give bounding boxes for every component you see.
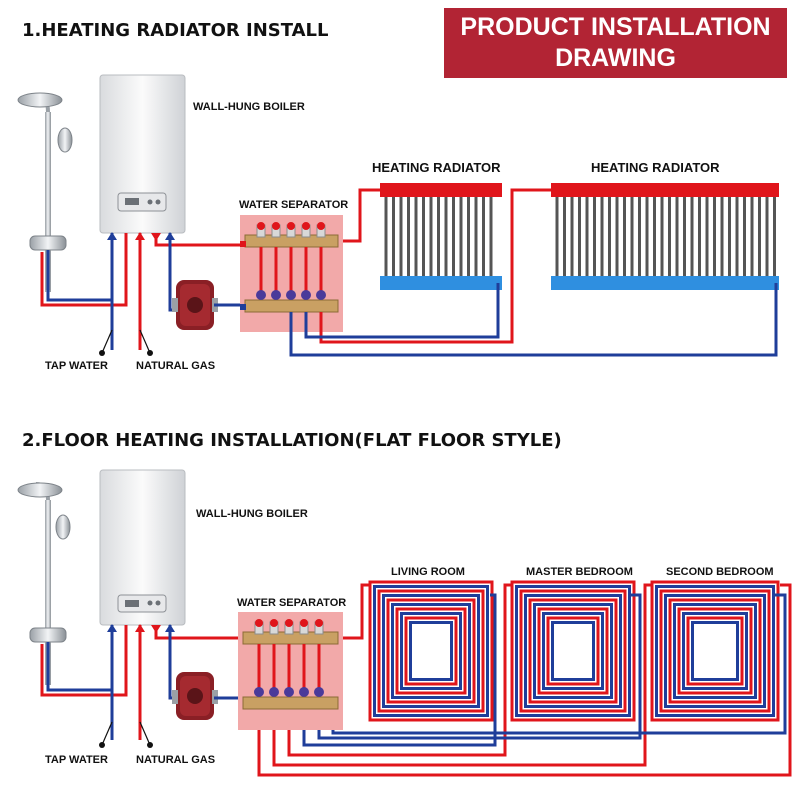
boiler-label-2: WALL-HUNG BOILER bbox=[196, 508, 308, 520]
floor-supply-return-pipes bbox=[257, 583, 792, 777]
tap-water-label-2: TAP WATER bbox=[45, 754, 108, 766]
floor-heating-coils bbox=[368, 580, 780, 722]
water-separator-2 bbox=[238, 612, 343, 730]
product-installation-banner: PRODUCT INSTALLATION DRAWING bbox=[444, 8, 787, 78]
circulation-pump-2 bbox=[172, 672, 218, 720]
room-label-second: SECOND BEDROOM bbox=[666, 566, 774, 578]
natural-gas-label-2: NATURAL GAS bbox=[136, 754, 215, 766]
banner-line-2: DRAWING bbox=[555, 44, 676, 72]
tap-water-label-1: TAP WATER bbox=[45, 360, 108, 372]
section2-title: 2.FLOOR HEATING INSTALLATION(FLAT FLOOR … bbox=[22, 430, 562, 451]
separator-label-2: WATER SEPARATOR bbox=[237, 597, 346, 609]
separator-label-1: WATER SEPARATOR bbox=[239, 199, 348, 211]
circulation-pump-1 bbox=[172, 280, 218, 330]
heating-radiator-1 bbox=[380, 183, 502, 290]
radiator-label-2: HEATING RADIATOR bbox=[591, 160, 720, 175]
section1-title: 1.HEATING RADIATOR INSTALL bbox=[22, 20, 329, 41]
heating-radiator-2 bbox=[551, 183, 779, 290]
radiator-label-1: HEATING RADIATOR bbox=[372, 160, 501, 175]
shower-set-1 bbox=[17, 92, 73, 292]
boiler-label-1: WALL-HUNG BOILER bbox=[193, 101, 305, 113]
banner-line-1: PRODUCT INSTALLATION bbox=[460, 13, 771, 41]
room-label-living: LIVING ROOM bbox=[391, 566, 465, 578]
wall-hung-boiler-2 bbox=[99, 469, 186, 626]
wall-hung-boiler-1 bbox=[99, 74, 186, 234]
room-label-master: MASTER BEDROOM bbox=[526, 566, 633, 578]
shower-set-2 bbox=[17, 482, 71, 685]
natural-gas-label-1: NATURAL GAS bbox=[136, 360, 215, 372]
